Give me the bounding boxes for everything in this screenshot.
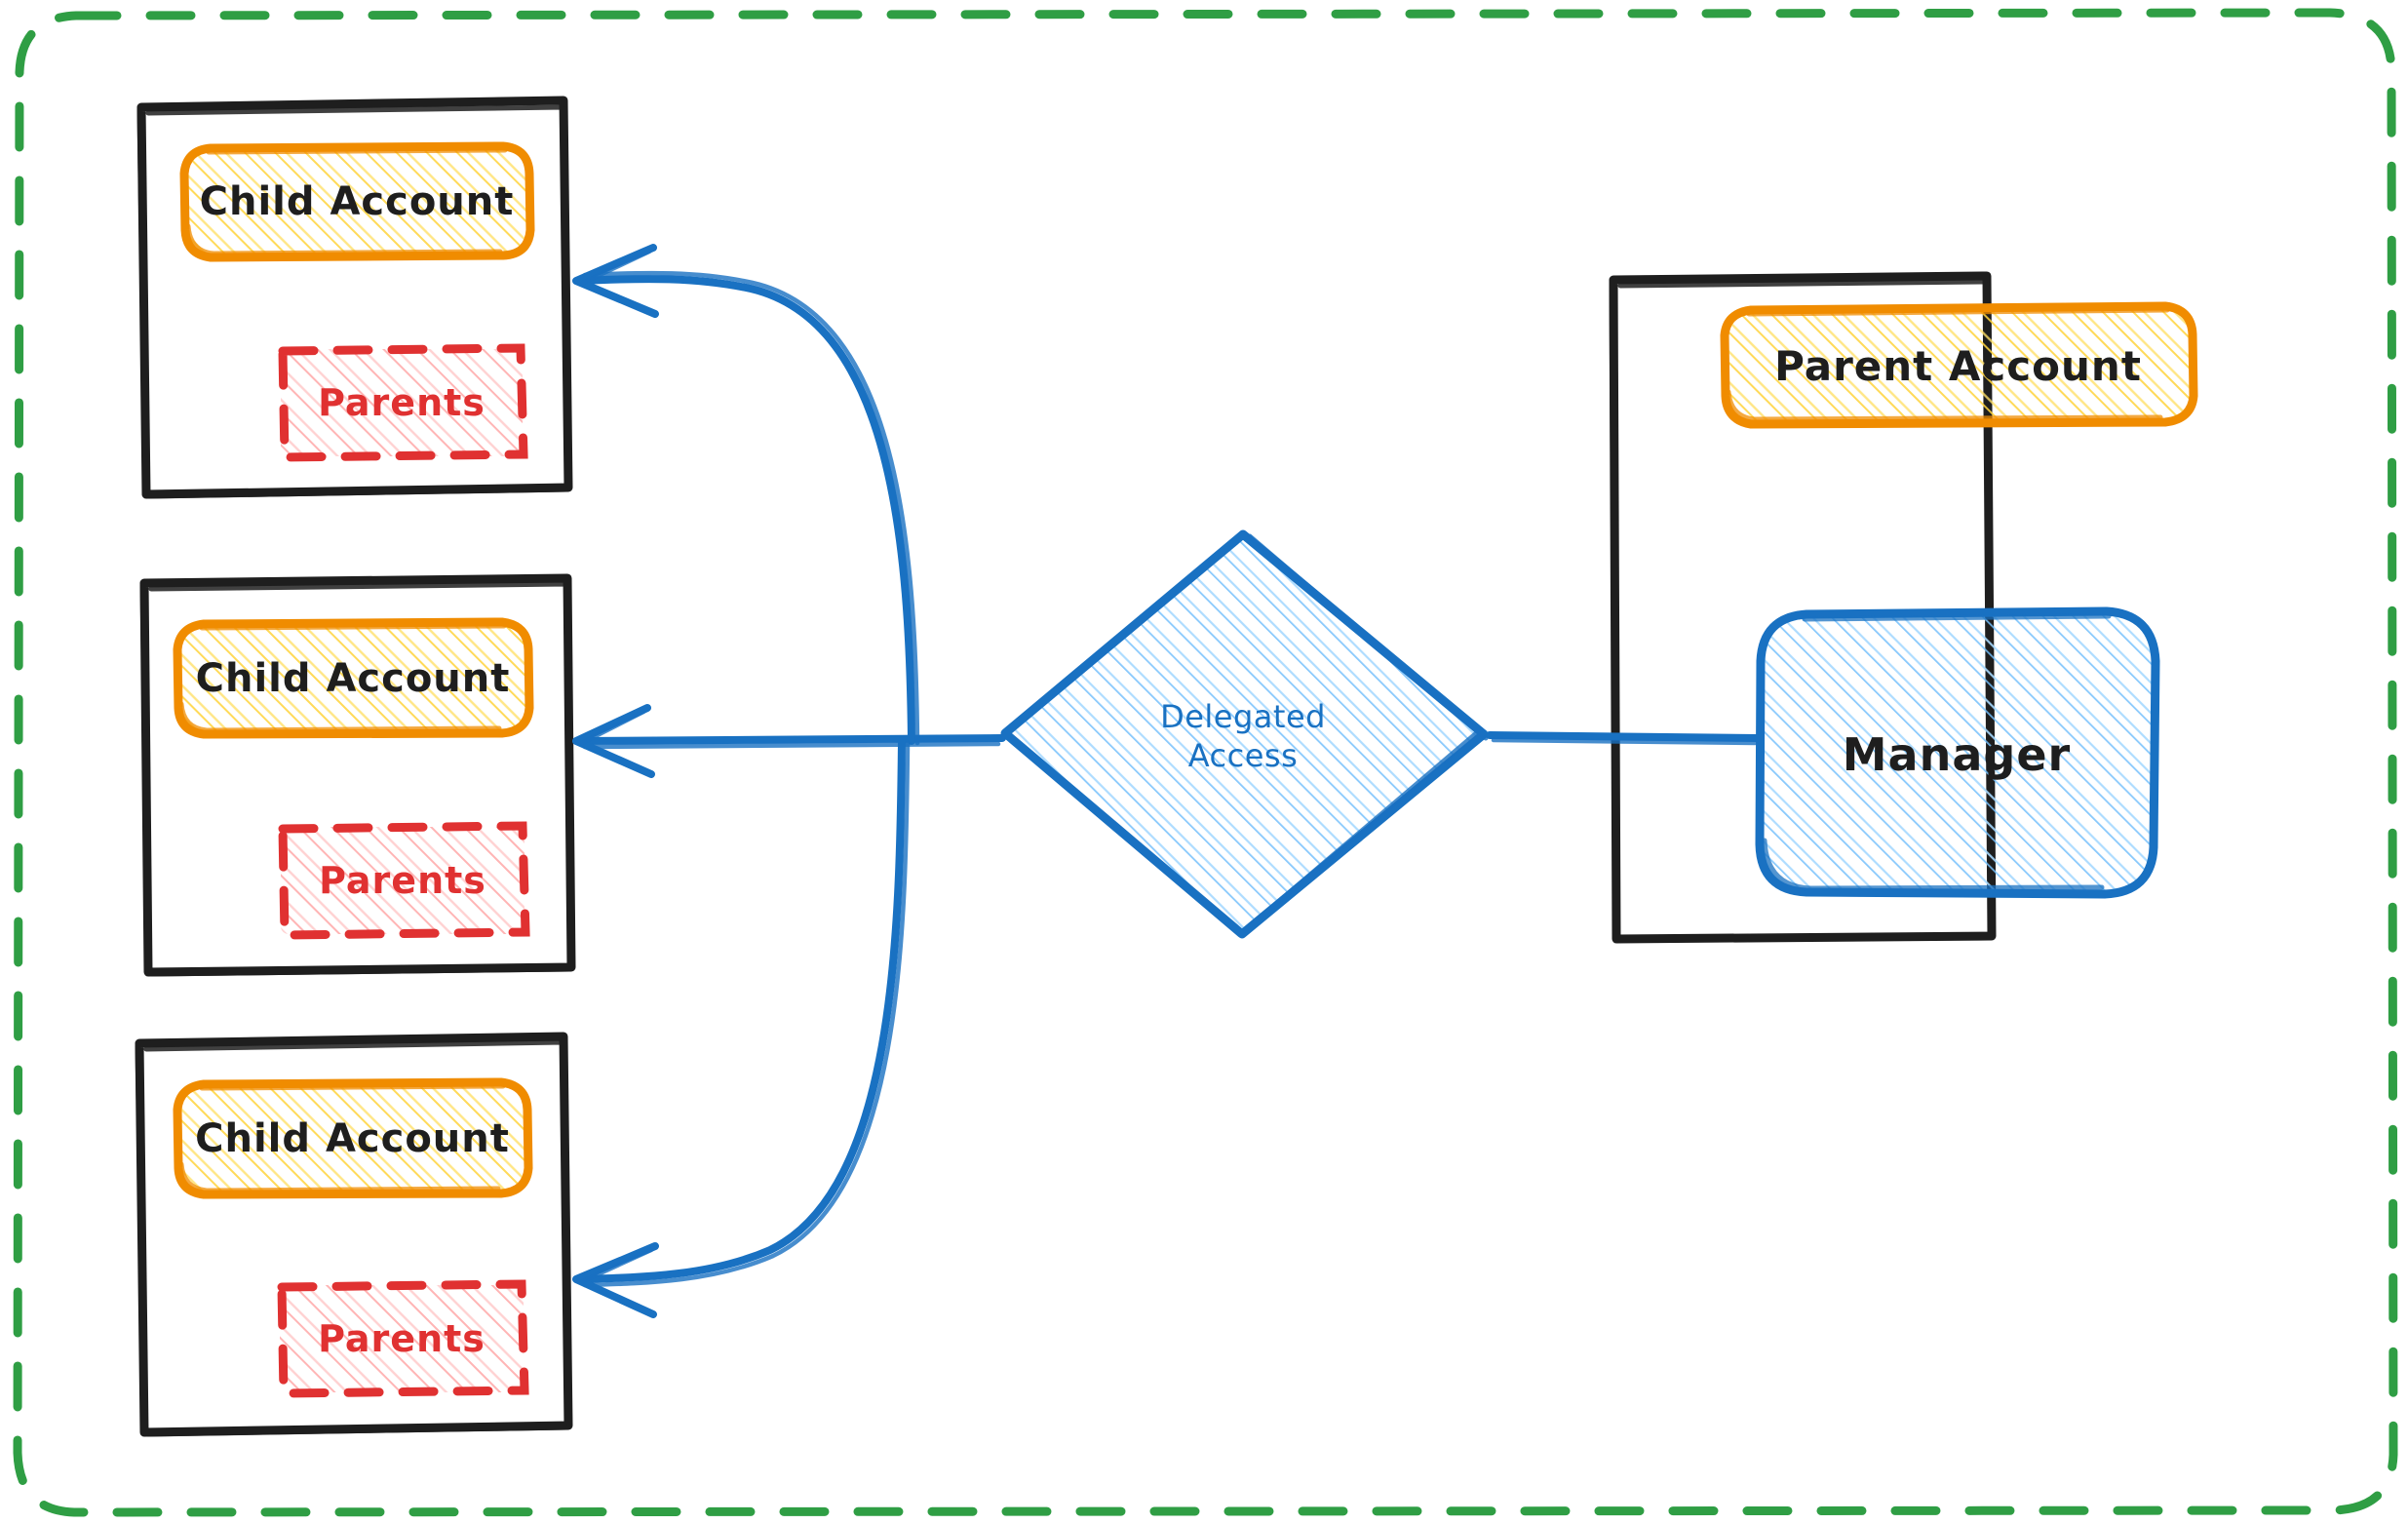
parents-label-2: Parents	[319, 859, 486, 902]
connector-diamond-to-child-2[interactable]	[572, 704, 1006, 778]
connector-diamond-to-child-1[interactable]	[572, 244, 920, 746]
manager-label: Manager	[1842, 727, 2072, 781]
child-account-label-2: Child Account	[195, 656, 511, 701]
parents-label-3: Parents	[318, 1317, 485, 1360]
delegated-access-line-1: Delegated	[1160, 698, 1326, 735]
child-account-label-1: Child Account	[199, 179, 515, 224]
parent-account-label: Parent Account	[1774, 342, 2142, 390]
parents-label-1: Parents	[318, 381, 485, 424]
delegated-access-label: Delegated Access	[1082, 683, 1404, 790]
connector-diamond-to-child-3[interactable]	[572, 737, 911, 1318]
delegated-access-line-2: Access	[1187, 737, 1299, 774]
connector-manager-to-diamond[interactable]	[1486, 731, 1761, 746]
child-account-label-3: Child Account	[195, 1116, 510, 1161]
